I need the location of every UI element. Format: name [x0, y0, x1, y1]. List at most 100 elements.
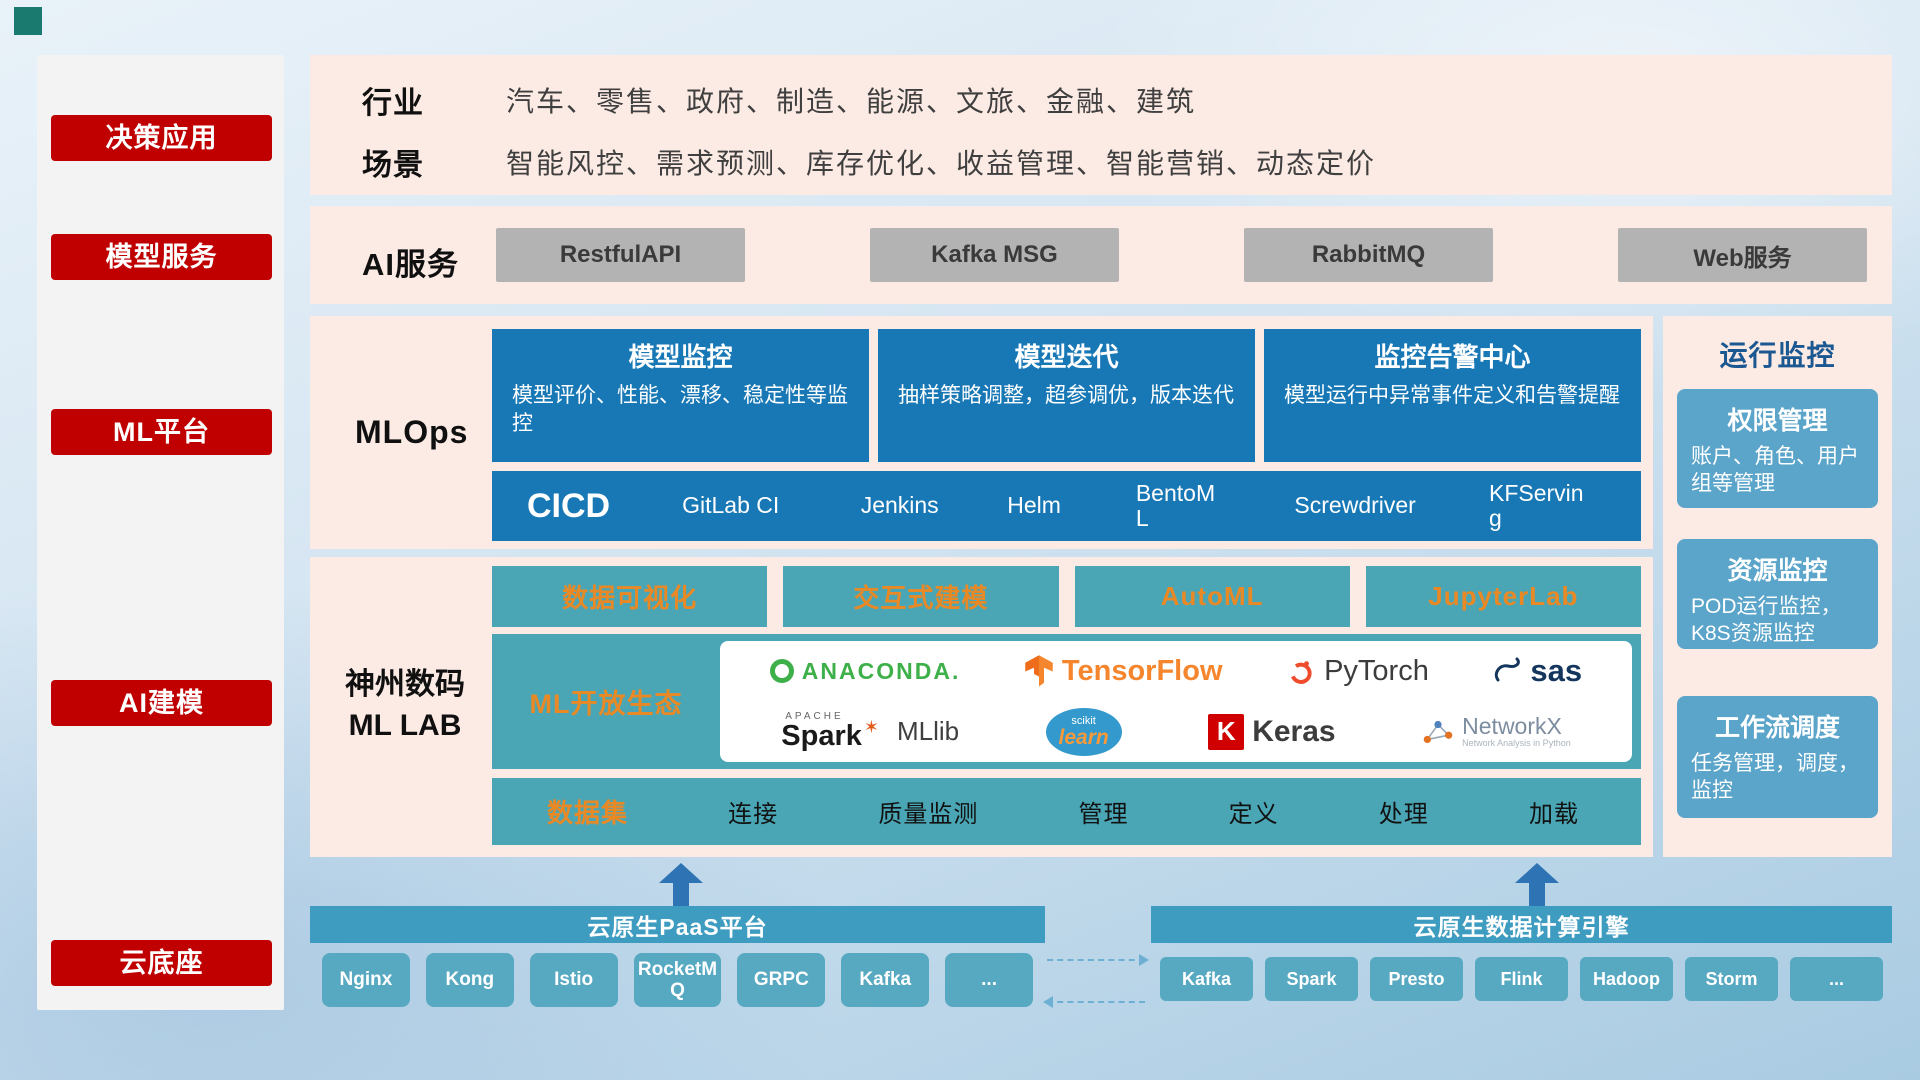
card-desc: 账户、角色、用户组等管理 — [1691, 445, 1859, 496]
paas-platform-bar: 云原生PaaS平台 — [310, 906, 1045, 943]
more-chip: ... — [1790, 957, 1883, 1001]
ecosystem-row-1: ANACONDA. TensorFlow — [720, 641, 1632, 702]
dataset-manage: 管理 — [1078, 801, 1129, 828]
card-desc: 模型评价、性能、漂移、稳定性等监控 — [512, 384, 848, 436]
mllab-panel: 神州数码 ML LAB 数据可视化 交互式建模 AutoML JupyterLa… — [310, 557, 1653, 857]
kafka-chip: Kafka — [841, 953, 930, 1007]
industry-list: 汽车、零售、政府、制造、能源、文旅、金融、建筑 — [506, 86, 1197, 117]
up-arrow-paas — [659, 863, 703, 908]
dataset-bar: 数据集 连接 质量监测 管理 定义 处理 加载 — [492, 778, 1641, 845]
sidebar-item-ai-modeling: AI建模 — [51, 680, 272, 726]
ai-service-label: AI服务 — [362, 247, 459, 282]
tensorflow-icon — [1025, 655, 1053, 687]
ai-service-buttons: RestfulAPI Kafka MSG RabbitMQ Web服务 — [496, 228, 1867, 282]
scikit-learn-icon: scikit learn — [1045, 707, 1122, 756]
kafka-chip: Kafka — [1160, 957, 1253, 1001]
resource-monitoring-card: 资源监控 POD运行监控，K8S资源监控 — [1677, 539, 1878, 649]
presto-chip: Presto — [1370, 957, 1463, 1001]
card-title: 模型迭代 — [1014, 342, 1119, 372]
cicd-label: CICD — [527, 486, 611, 525]
ai-service-panel: AI服务 RestfulAPI Kafka MSG RabbitMQ Web服务 — [310, 206, 1892, 304]
gitlab-ci-label: GitLab CI — [682, 492, 780, 519]
spark-chip: Spark — [1265, 957, 1358, 1001]
card-title: 资源监控 — [1727, 557, 1828, 585]
kong-chip: Kong — [425, 953, 514, 1007]
flink-chip: Flink — [1475, 957, 1568, 1001]
restfulapi-chip: RestfulAPI — [496, 228, 745, 282]
industry-label: 行业 — [362, 87, 424, 120]
rabbitmq-chip: RabbitMQ — [1244, 228, 1493, 282]
dataset-quality: 质量监测 — [878, 801, 979, 828]
sas-icon — [1495, 657, 1521, 682]
sidebar-item-ml-platform: ML平台 — [51, 409, 272, 455]
model-monitoring-card: 模型监控 模型评价、性能、漂移、稳定性等监控 — [492, 329, 869, 462]
card-desc: POD运行监控，K8S资源监控 — [1691, 595, 1842, 646]
mlops-cards: 模型监控 模型评价、性能、漂移、稳定性等监控 模型迭代 抽样策略调整，超参调优，… — [492, 329, 1641, 462]
mlops-label: MLOps — [355, 414, 469, 450]
runtime-monitoring-title: 运行监控 — [1719, 340, 1836, 371]
anaconda-icon — [769, 659, 794, 684]
model-iteration-card: 模型迭代 抽样策略调整，超参调优，版本迭代 — [878, 329, 1255, 462]
dataset-label: 数据集 — [547, 798, 629, 828]
spark-mllib-logo: APACHE Spark ✶ MLlib — [781, 711, 960, 753]
dataset-process: 处理 — [1378, 801, 1429, 828]
kfserving-label: KFServing — [1489, 479, 1584, 531]
istio-chip: Istio — [529, 953, 618, 1007]
workflow-scheduling-card: 工作流调度 任务管理，调度，监控 — [1677, 696, 1878, 818]
interactive-modeling-chip: 交互式建模 — [783, 566, 1059, 627]
card-title: 权限管理 — [1727, 407, 1828, 435]
card-desc: 任务管理，调度，监控 — [1691, 752, 1859, 803]
kafka-msg-chip: Kafka MSG — [870, 228, 1119, 282]
storm-chip: Storm — [1685, 957, 1778, 1001]
nginx-chip: Nginx — [322, 953, 410, 1007]
dataset-connect: 连接 — [728, 801, 779, 828]
pytorch-logo: PyTorch — [1286, 655, 1429, 688]
automl-chip: AutoML — [1074, 566, 1350, 627]
industry-scene-panel: 行业 汽车、零售、政府、制造、能源、文旅、金融、建筑 场景 智能风控、需求预测、… — [310, 55, 1892, 195]
networkx-icon — [1423, 720, 1453, 743]
spark-icon: ✶ — [863, 717, 879, 738]
jupyterlab-chip: JupyterLab — [1365, 566, 1641, 627]
mllab-tools-row: 数据可视化 交互式建模 AutoML JupyterLab — [492, 566, 1641, 627]
web-service-chip: Web服务 — [1618, 228, 1867, 282]
scene-label: 场景 — [362, 149, 424, 182]
networkx-logo: NetworkX Network Analysis in Python — [1422, 713, 1571, 749]
ecosystem-row-2: APACHE Spark ✶ MLlib scikit learn — [720, 702, 1632, 763]
pytorch-icon — [1290, 661, 1312, 685]
corner-accent — [14, 7, 42, 35]
tensorflow-logo: TensorFlow — [1024, 655, 1223, 688]
mllab-label: 神州数码 ML LAB — [325, 665, 485, 746]
grpc-chip: GRPC — [737, 953, 826, 1007]
card-title: 监控告警中心 — [1374, 342, 1531, 372]
more-chip: ... — [945, 953, 1034, 1007]
card-title: 工作流调度 — [1714, 714, 1840, 742]
dataset-define: 定义 — [1228, 801, 1279, 828]
anaconda-logo: ANACONDA. — [769, 658, 961, 685]
spark-wordmark: APACHE Spark ✶ — [781, 711, 879, 753]
hadoop-chip: Hadoop — [1580, 957, 1673, 1001]
scikit-learn-logo: scikit learn — [1045, 707, 1122, 756]
rocketmq-chip: RocketMQ — [633, 953, 722, 1007]
card-title: 模型监控 — [628, 342, 733, 372]
card-desc: 模型运行中异常事件定义和告警提醒 — [1284, 384, 1620, 407]
permission-mgmt-card: 权限管理 账户、角色、用户组等管理 — [1677, 389, 1878, 508]
mlops-panel: MLOps 模型监控 模型评价、性能、漂移、稳定性等监控 模型迭代 抽样策略调整… — [310, 316, 1653, 549]
alert-center-card: 监控告警中心 模型运行中异常事件定义和告警提醒 — [1264, 329, 1641, 462]
dataset-load: 加载 — [1528, 801, 1579, 828]
sas-logo: sas — [1492, 653, 1582, 689]
dashed-arrow-left — [1043, 996, 1145, 1008]
up-arrow-engine — [1515, 863, 1559, 908]
bentoml-label: BentoML — [1135, 479, 1216, 531]
engine-components: Kafka Spark Presto Flink Hadoop Storm ..… — [1160, 957, 1883, 1001]
ml-ecosystem: ML开放生态 ANACONDA. TensorFlow — [492, 634, 1641, 769]
cicd-bar: CICD GitLab CI Jenkins Helm BentoML Scre… — [492, 471, 1641, 541]
dashed-arrow-right — [1047, 954, 1149, 966]
keras-icon: K — [1208, 713, 1245, 750]
screwdriver-label: Screwdriver — [1294, 492, 1416, 519]
scene-list: 智能风控、需求预测、库存优化、收益管理、智能营销、动态定价 — [506, 148, 1377, 179]
cicd-tools: GitLab CI Jenkins Helm BentoML Screwdriv… — [682, 479, 1593, 532]
paas-components: Nginx Kong Istio RocketMQ GRPC Kafka ... — [322, 953, 1034, 1007]
sidebar-item-cloud-base: 云底座 — [51, 940, 272, 986]
data-engine-bar: 云原生数据计算引擎 — [1151, 906, 1892, 943]
